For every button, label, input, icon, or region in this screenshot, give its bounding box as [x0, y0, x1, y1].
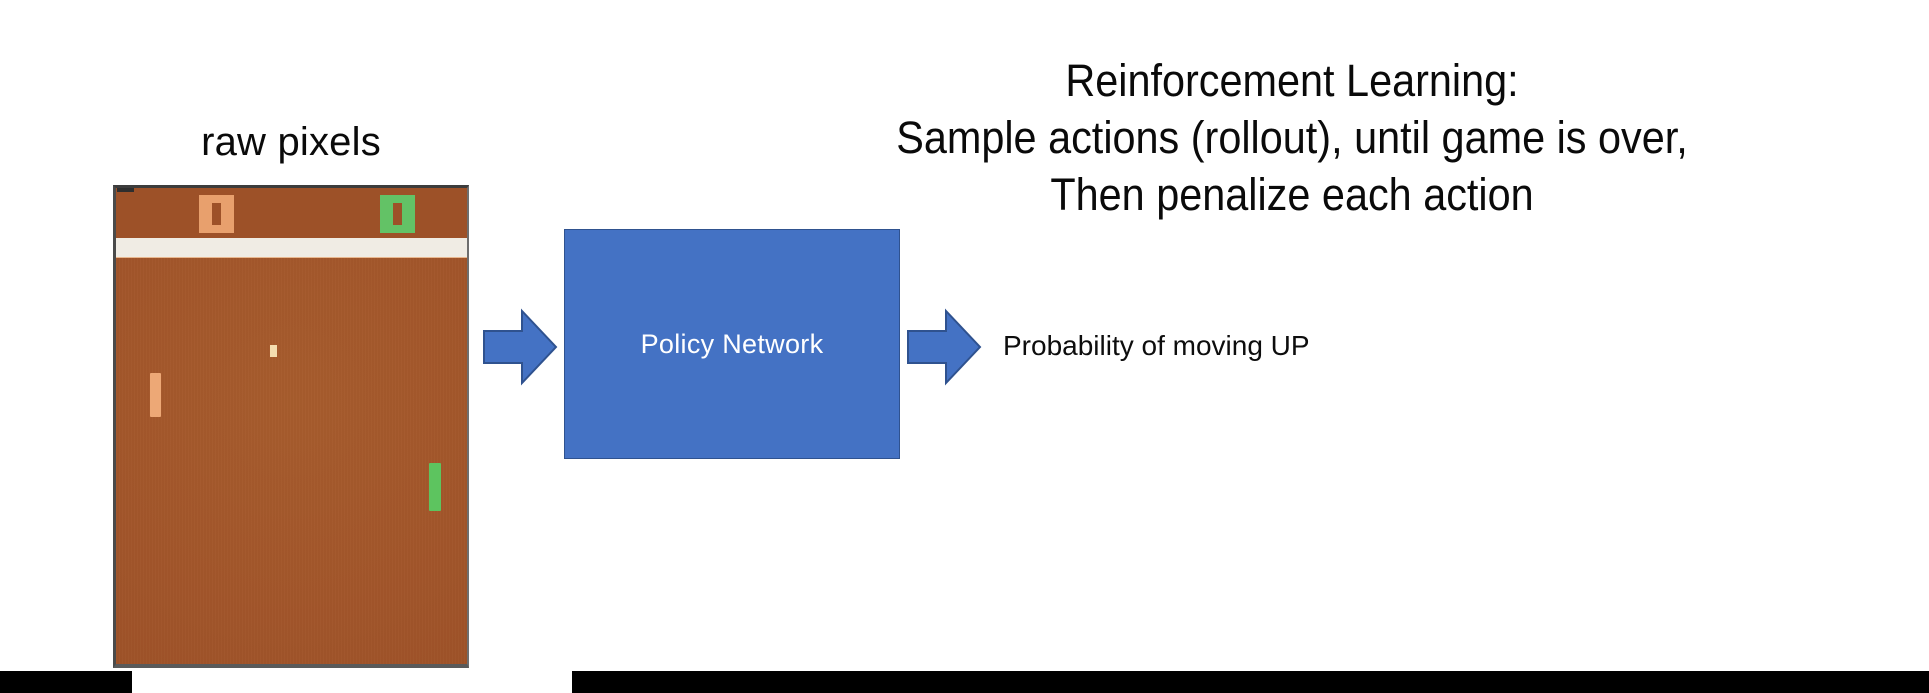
pong-score-right	[380, 195, 415, 233]
raw-pixels-caption: raw pixels	[201, 120, 381, 164]
letterbox-bar-left	[0, 671, 132, 693]
right-arrow-icon	[482, 307, 558, 392]
pong-game-screen	[113, 185, 469, 668]
slide-heading: Reinforcement Learning: Sample actions (…	[706, 52, 1878, 223]
pong-score-left	[199, 195, 234, 233]
right-arrow-icon	[906, 307, 982, 392]
heading-line-1: Reinforcement Learning:	[1065, 55, 1519, 106]
policy-network-box: Policy Network	[564, 229, 900, 459]
heading-line-3: Then penalize each action	[1050, 169, 1534, 220]
pong-score-right-digit	[388, 198, 407, 230]
pong-ball	[270, 345, 277, 357]
pong-score-left-digit	[207, 198, 226, 230]
pong-corner-notch	[117, 188, 134, 192]
pong-paddle-left	[150, 373, 161, 417]
output-probability-label: Probability of moving UP	[1003, 330, 1310, 361]
letterbox-bar-right	[572, 671, 1929, 693]
pong-divider-line	[116, 238, 467, 257]
policy-network-label: Policy Network	[640, 328, 824, 359]
pong-paddle-right	[429, 463, 441, 511]
heading-line-2: Sample actions (rollout), until game is …	[896, 112, 1688, 163]
pong-playfield	[116, 188, 467, 664]
